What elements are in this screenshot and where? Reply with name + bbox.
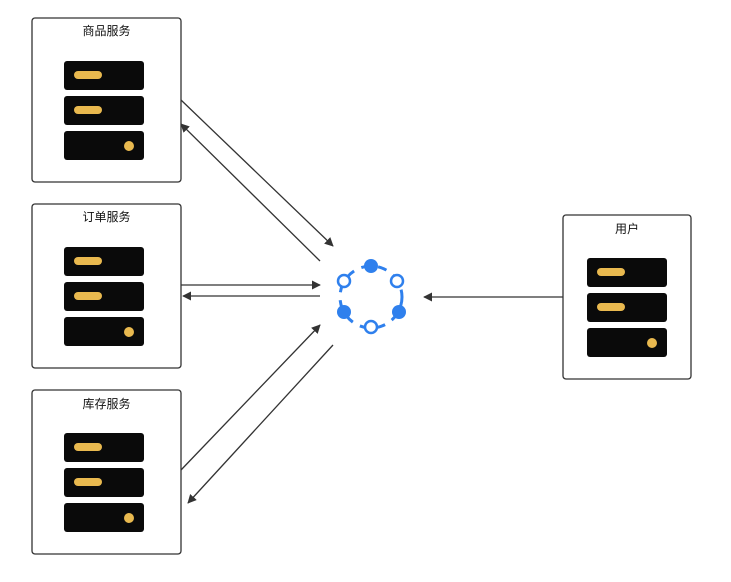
stock-service-node[interactable]: 库存服务 — [31, 389, 182, 555]
hub-to-stock-arrow — [187, 344, 334, 504]
server-rack-icon — [64, 61, 144, 160]
user-node[interactable]: 用户 — [562, 214, 692, 380]
service-registry-hub-icon[interactable] — [336, 259, 406, 335]
order-service-label: 订单服务 — [82, 209, 130, 224]
server-rack-icon — [64, 247, 144, 346]
goods-service-label: 商品服务 — [82, 23, 130, 38]
server-rack-icon — [64, 433, 144, 532]
stock-service-label: 库存服务 — [82, 396, 130, 411]
goods-to-hub-arrow — [180, 99, 334, 247]
order-service-node[interactable]: 订单服务 — [31, 203, 182, 369]
hub-to-goods-arrow — [180, 123, 321, 262]
user-label: 用户 — [615, 221, 639, 236]
goods-service-node[interactable]: 商品服务 — [31, 17, 182, 183]
server-rack-icon — [587, 258, 667, 357]
stock-to-hub-arrow — [180, 324, 321, 471]
